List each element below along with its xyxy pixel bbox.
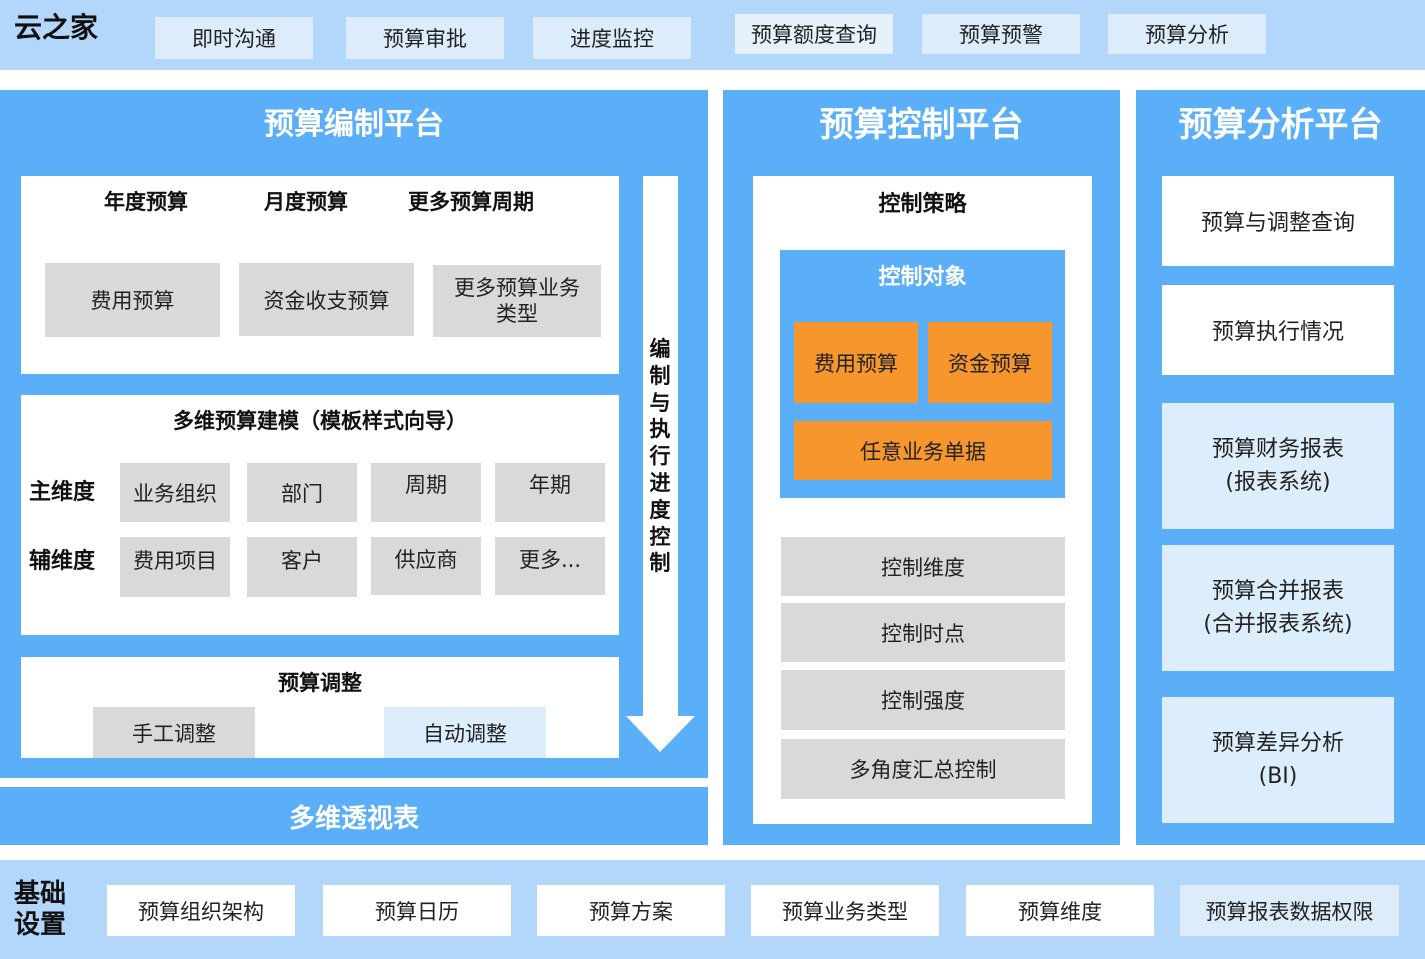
analysis-item-sublabel: (合并报表系统) [1203,612,1353,637]
base-scheme[interactable]: 预算方案 [537,885,725,936]
nav-quota-query[interactable]: 预算额度查询 [735,14,893,54]
dim-more[interactable]: 更多... [495,537,605,595]
analysis-item-label: 预算差异分析 [1211,731,1344,756]
dim-business-org[interactable]: 业务组织 [120,463,230,522]
control-multi-aggregate[interactable]: 多角度汇总控制 [781,739,1065,799]
analysis-item-label: 预算合并报表 [1211,579,1344,604]
budget-type-expense[interactable]: 费用预算 [45,263,220,337]
compile-platform-title: 预算编制平台 [264,107,444,142]
adjust-manual[interactable]: 手工调整 [93,707,255,758]
aux-dimension-label: 辅维度 [29,549,96,574]
analysis-item-sublabel: (报表系统) [1225,470,1331,495]
control-strength[interactable]: 控制强度 [781,670,1065,730]
down-arrow-icon [626,176,695,752]
nav-budget-warning[interactable]: 预算预警 [922,14,1080,54]
adjustment-title: 预算调整 [278,671,362,695]
analysis-execution[interactable]: 预算执行情况 [1162,285,1394,375]
period-more: 更多预算周期 [408,190,534,214]
control-platform-title: 预算控制平台 [819,104,1024,145]
object-any-document[interactable]: 任意业务单据 [794,421,1052,480]
base-settings-label: 基础设置 [14,879,67,940]
analysis-item-label: 预算财务报表 [1211,437,1344,462]
nav-progress-monitor[interactable]: 进度监控 [533,17,691,59]
base-business-type[interactable]: 预算业务类型 [751,885,939,936]
control-strategy-title: 控制策略 [878,192,967,217]
period-annual: 年度预算 [104,190,188,214]
object-fund-budget[interactable]: 资金预算 [928,322,1052,403]
dim-expense-item[interactable]: 费用项目 [120,537,230,597]
pivot-table-bar[interactable]: 多维透视表 [0,787,708,845]
control-object-title: 控制对象 [878,265,967,290]
nav-budget-approval[interactable]: 预算审批 [346,17,504,59]
base-calendar[interactable]: 预算日历 [323,885,511,936]
analysis-financial-report[interactable]: 预算财务报表 (报表系统) [1162,403,1394,529]
analysis-item-label: 预算与调整查询 [1200,211,1355,236]
base-org-structure[interactable]: 预算组织架构 [107,885,295,936]
analysis-consolidated-report[interactable]: 预算合并报表 (合并报表系统) [1162,545,1394,671]
analysis-item-sublabel: (BI) [1258,764,1298,789]
control-dimension[interactable]: 控制维度 [781,537,1065,596]
dim-fiscal-year[interactable]: 年期 [495,463,605,522]
app-title: 云之家 [14,11,99,44]
nav-budget-analysis[interactable]: 预算分析 [1108,14,1266,54]
base-dimension[interactable]: 预算维度 [966,885,1154,936]
analysis-variance-bi[interactable]: 预算差异分析 (BI) [1162,697,1394,823]
analysis-platform-title: 预算分析平台 [1178,104,1383,145]
budget-type-cashflow[interactable]: 资金收支预算 [239,263,414,336]
dim-supplier[interactable]: 供应商 [371,537,481,595]
nav-instant-message[interactable]: 即时沟通 [155,17,313,59]
dim-period[interactable]: 周期 [371,463,481,522]
period-monthly: 月度预算 [264,190,348,214]
modeling-title: 多维预算建模（模板样式向导） [173,409,467,433]
main-dimension-label: 主维度 [29,480,96,505]
pivot-table-label: 多维透视表 [288,803,419,834]
control-timing[interactable]: 控制时点 [781,603,1065,662]
dim-customer[interactable]: 客户 [247,537,357,597]
budget-type-more[interactable]: 更多预算业务类型 [433,265,601,337]
analysis-adjust-query[interactable]: 预算与调整查询 [1162,176,1394,266]
adjust-auto[interactable]: 自动调整 [384,707,546,758]
base-report-permission[interactable]: 预算报表数据权限 [1180,885,1399,936]
progress-control-label: 编制与执行进度控制 [649,337,671,576]
object-expense-budget[interactable]: 费用预算 [794,322,918,403]
dim-department[interactable]: 部门 [247,463,357,522]
analysis-item-label: 预算执行情况 [1211,320,1344,345]
